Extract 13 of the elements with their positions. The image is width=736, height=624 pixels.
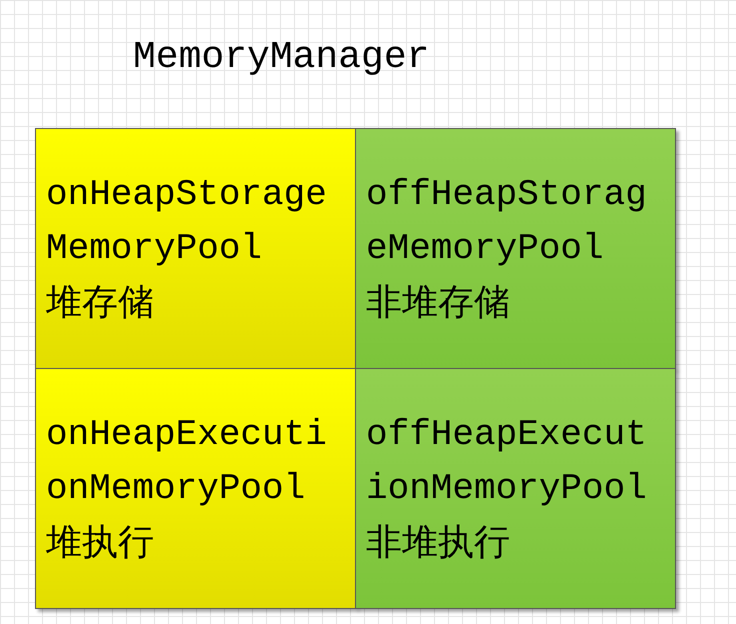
memory-pool-box [35,368,356,609]
pool-description: 堆执行 [46,520,155,564]
pool-name: offHeapStorageMemoryPool [366,172,648,270]
memory-pool-box [355,368,676,609]
pool-description: 非堆存储 [366,280,511,324]
pool-name: onHeapExecutionMemoryPool [46,412,328,510]
pool-description: 堆存储 [46,280,155,324]
pool-name: offHeapExecutionMemoryPool [366,412,648,510]
diagram-title: MemoryManager [133,36,430,79]
memory-pool-box [355,128,676,369]
pool-description: 非堆执行 [366,520,511,564]
memory-pool-box [35,128,356,369]
pool-name: onHeapStorageMemoryPool [46,172,328,270]
